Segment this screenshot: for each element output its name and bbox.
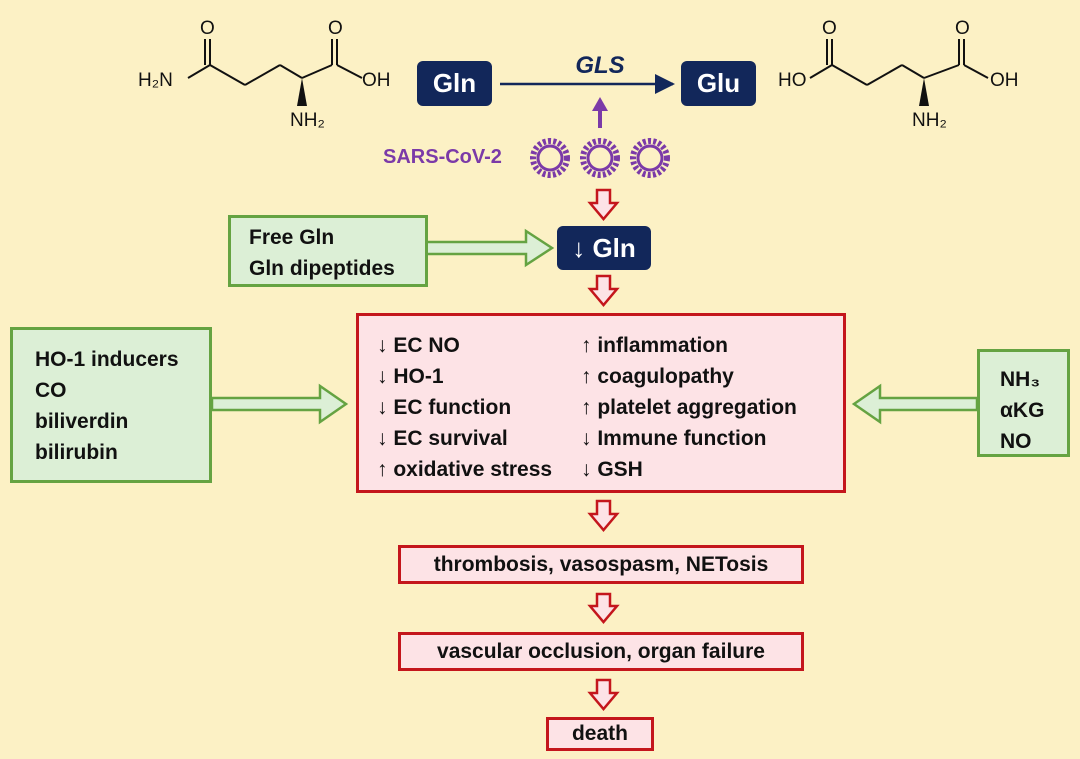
gln-supplement-box: Free Gln Gln dipeptides [228, 215, 428, 287]
arrow-ho1-to-effects [210, 383, 349, 425]
glutamine-structure: O O H₂N OH NH₂ [138, 18, 391, 131]
glutamate-oxygen-right: O [955, 18, 970, 39]
metabolite-line: NO [1000, 430, 1032, 453]
effect-item: ↓ Immune function [581, 427, 767, 450]
effect-item: ↓ EC survival [377, 427, 508, 450]
glutamate-acid-right: OH [990, 70, 1019, 91]
glutamine-amino-group: NH₂ [290, 110, 325, 131]
death-box: death [546, 717, 654, 751]
supplement-line: Gln dipeptides [249, 257, 395, 280]
ho1-inducers-box: HO-1 inducers CO biliverdin bilirubin [10, 327, 212, 483]
glutamine-acid-group: OH [362, 70, 391, 91]
organ-failure-box: vascular occlusion, organ failure [398, 632, 804, 671]
glutamate-oxygen-left: O [822, 18, 837, 39]
effect-item: ↑ oxidative stress [377, 458, 553, 481]
ho1-line: biliverdin [35, 410, 129, 433]
effect-item: ↑ coagulopathy [581, 365, 734, 388]
down-arrow-virus-to-gln [587, 188, 620, 221]
glu-box: Glu [681, 61, 756, 106]
ho1-line: CO [35, 379, 67, 402]
glutamate-acid-left: HO [778, 70, 807, 91]
effect-item: ↓ EC function [377, 396, 512, 419]
ho1-line: bilirubin [35, 441, 118, 464]
effect-item: ↓ GSH [581, 458, 643, 481]
arrow-right-box-to-effects [851, 383, 979, 425]
effects-box: ↓ EC NO ↓ HO-1 ↓ EC function ↓ EC surviv… [356, 313, 846, 493]
effect-item: ↑ inflammation [581, 334, 729, 357]
effect-item: ↑ platelet aggregation [581, 396, 797, 419]
glutamine-oxygen-left: O [200, 18, 215, 39]
down-arrow-thrombosis-to-occlusion [587, 592, 620, 624]
metabolite-line: NH₃ [1000, 368, 1041, 391]
effects-left-column: ↓ EC NO ↓ HO-1 ↓ EC function ↓ EC surviv… [377, 330, 552, 485]
metabolites-box: NH₃ αKG NO [977, 349, 1070, 457]
virus-activates-gls-arrow [592, 97, 608, 128]
arrow-supplement-to-gln [423, 228, 555, 268]
virus-icon [530, 138, 570, 178]
ho1-line: HO-1 inducers [35, 348, 179, 371]
reduced-gln-box: ↓ Gln [557, 226, 651, 270]
virus-icon [630, 138, 670, 178]
effects-right-column: ↑ inflammation ↑ coagulopathy ↑ platelet… [581, 330, 797, 485]
gln-box: Gln [417, 61, 492, 106]
gls-enzyme-label: GLS [575, 52, 625, 79]
virus-particles [530, 138, 670, 178]
virus-label: SARS-CoV-2 [383, 146, 502, 168]
glutamate-structure: O O HO OH NH₂ [778, 18, 1019, 131]
supplement-line: Free Gln [249, 226, 335, 249]
down-arrow-gln-to-effects [587, 274, 620, 307]
glutamine-amide-group: H₂N [138, 70, 173, 91]
down-arrow-occlusion-to-death [587, 678, 620, 711]
effect-item: ↓ EC NO [377, 334, 460, 357]
virus-icon [580, 138, 620, 178]
effect-item: ↓ HO-1 [377, 365, 444, 388]
glutamine-oxygen-right: O [328, 18, 343, 39]
down-arrow-effects-to-thrombosis [587, 499, 620, 532]
metabolite-line: αKG [1000, 399, 1045, 422]
thrombosis-box: thrombosis, vasospasm, NETosis [398, 545, 804, 584]
glutamate-amino-group: NH₂ [912, 110, 947, 131]
